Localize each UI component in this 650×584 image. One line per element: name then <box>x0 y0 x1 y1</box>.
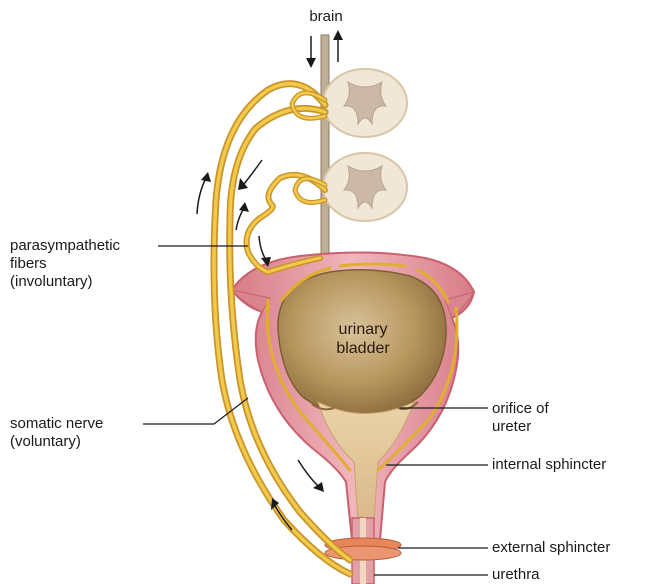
arrow-efferent-down-right <box>298 460 324 492</box>
spinal-segment-upper <box>323 69 407 137</box>
arrow-parasympathetic-down <box>259 236 271 267</box>
spinal-segment-lower <box>323 153 407 221</box>
label-orifice-1: orifice of <box>492 400 549 418</box>
label-somatic-2: (voluntary) <box>10 433 81 451</box>
label-brain: brain <box>296 8 356 26</box>
label-parasympathetic-2: fibers <box>10 255 47 273</box>
arrow-somatic-down <box>238 160 262 190</box>
arrow-somatic-up <box>197 172 211 214</box>
label-bladder-2: bladder <box>318 339 408 358</box>
arrow-down-from-brain <box>306 36 316 68</box>
label-urethra: urethra <box>492 566 540 584</box>
label-parasympathetic-3: (involuntary) <box>10 273 93 291</box>
label-somatic-1: somatic nerve <box>10 415 103 433</box>
label-internal-sphincter: internal sphincter <box>492 456 606 474</box>
label-bladder-1: urinary <box>318 320 408 339</box>
arrow-parasympathetic-up <box>236 202 249 230</box>
spinal-cord <box>321 35 329 275</box>
label-parasympathetic-1: parasympathetic <box>10 237 120 255</box>
label-external-sphincter: external sphincter <box>492 539 610 557</box>
label-orifice-2: ureter <box>492 418 531 436</box>
bladder-lumen <box>278 270 446 520</box>
arrow-up-to-brain <box>333 30 343 62</box>
